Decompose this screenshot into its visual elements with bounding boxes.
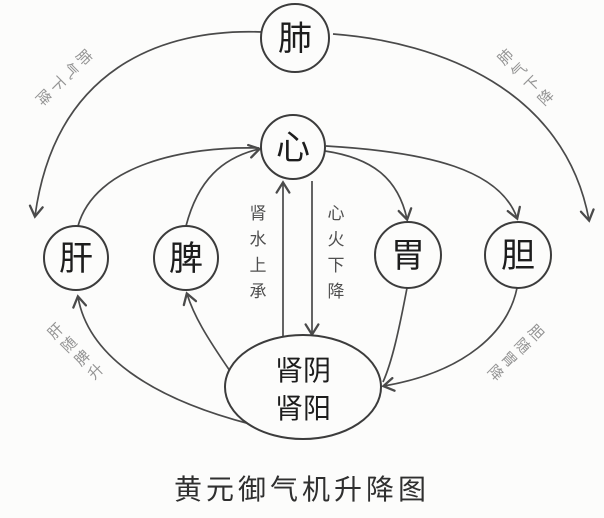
arrow-heart-to-gallbladder [325,145,521,221]
stomach-node [374,221,442,289]
diagram-canvas: 肺 心 肝 脾 胃 胆 肾阴 肾阳 [28,3,595,440]
gallbladder-label: 胆 [501,238,535,275]
stomach-label: 胃 [391,238,425,275]
edge-label-heart-fire-descends: 心火下降 [324,204,344,308]
lung-node [260,3,330,73]
arrow-stomach-to-kidney [382,287,408,383]
spleen-label: 脾 [169,240,203,278]
spleen-node [153,225,219,291]
arrow-spleen-to-heart [185,143,262,227]
kidney-node [224,334,382,440]
heart-node [260,114,326,180]
kidney-yin-label: 肾阴 [275,356,331,387]
arrow-kidney-to-spleen [182,291,231,372]
liver-node [43,225,109,291]
diagram-title: 黄元御气机升降图 [173,475,431,506]
liver-label: 肝 [59,241,93,278]
arrow-liver-to-heart [77,147,260,227]
arrow-heart-to-stomach [324,150,413,222]
heart-label: 心 [276,130,310,167]
edge-label-kidney-water-ascends: 肾水上承 [246,204,266,308]
arrow-kidney-to-liver [72,294,251,425]
gallbladder-node [484,221,552,289]
arrow-lung-descend-left [28,30,263,219]
lung-label: 肺 [278,21,312,58]
arrow-gallbladder-to-kidney [381,287,518,392]
kidney-yang-label: 肾阳 [275,394,331,425]
arrow-lung-descend-right [332,33,595,223]
